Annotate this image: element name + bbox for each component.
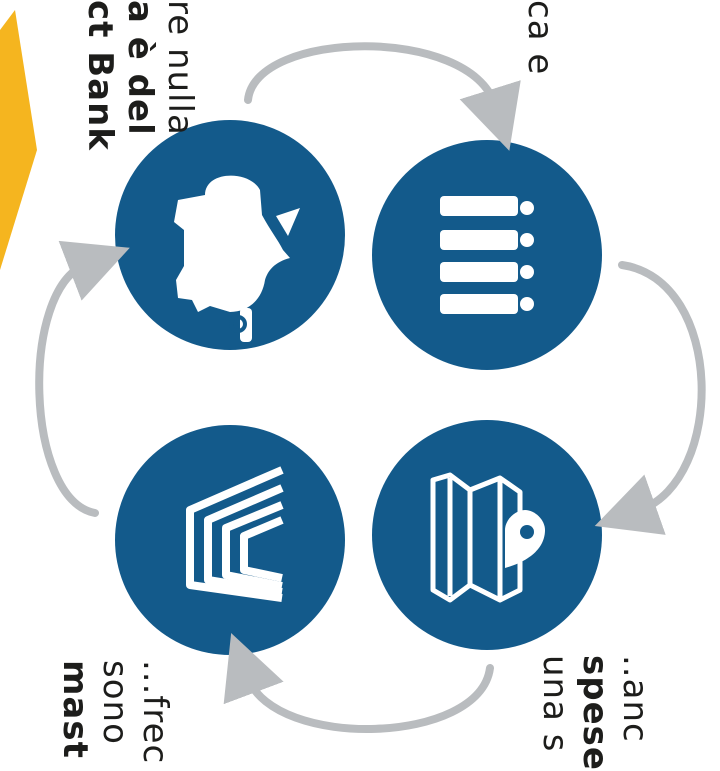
arrow-left (35, 240, 130, 517)
map-circle (372, 420, 602, 650)
people-circle (372, 140, 602, 370)
text-bottom-left-line3: mast (55, 660, 95, 759)
people-icon (440, 196, 534, 314)
text-top-left-line3: ct Bank (80, 0, 120, 151)
arrow-bottom (223, 633, 494, 734)
piggy-bank-icon (174, 175, 300, 342)
arrow-right (594, 261, 706, 535)
arrow-top (244, 42, 521, 151)
text-bottom-right-line1: ..anc (615, 655, 655, 743)
text-top-right-line1: ca e (520, 0, 560, 76)
cycle-graphic (0, 10, 706, 734)
yellow-accent-shape (0, 10, 37, 270)
text-bottom-left: ...frec sono mast (55, 660, 175, 764)
text-top-left: re nulla a è del ct Bank (80, 0, 200, 151)
text-top-left-line1: re nulla (160, 0, 200, 136)
text-top-right: ca e (520, 0, 560, 75)
map-pin-icon (430, 472, 545, 603)
text-bottom-right: ..anc spese una s (535, 655, 655, 771)
documents-icon (186, 466, 284, 602)
text-bottom-left-line2: sono (95, 660, 135, 745)
text-top-left-line2: a è del (120, 0, 160, 136)
text-bottom-right-line3: una s (535, 655, 575, 753)
text-bottom-right-line2: spese (575, 655, 615, 771)
text-bottom-left-line1: ...frec (135, 660, 175, 765)
